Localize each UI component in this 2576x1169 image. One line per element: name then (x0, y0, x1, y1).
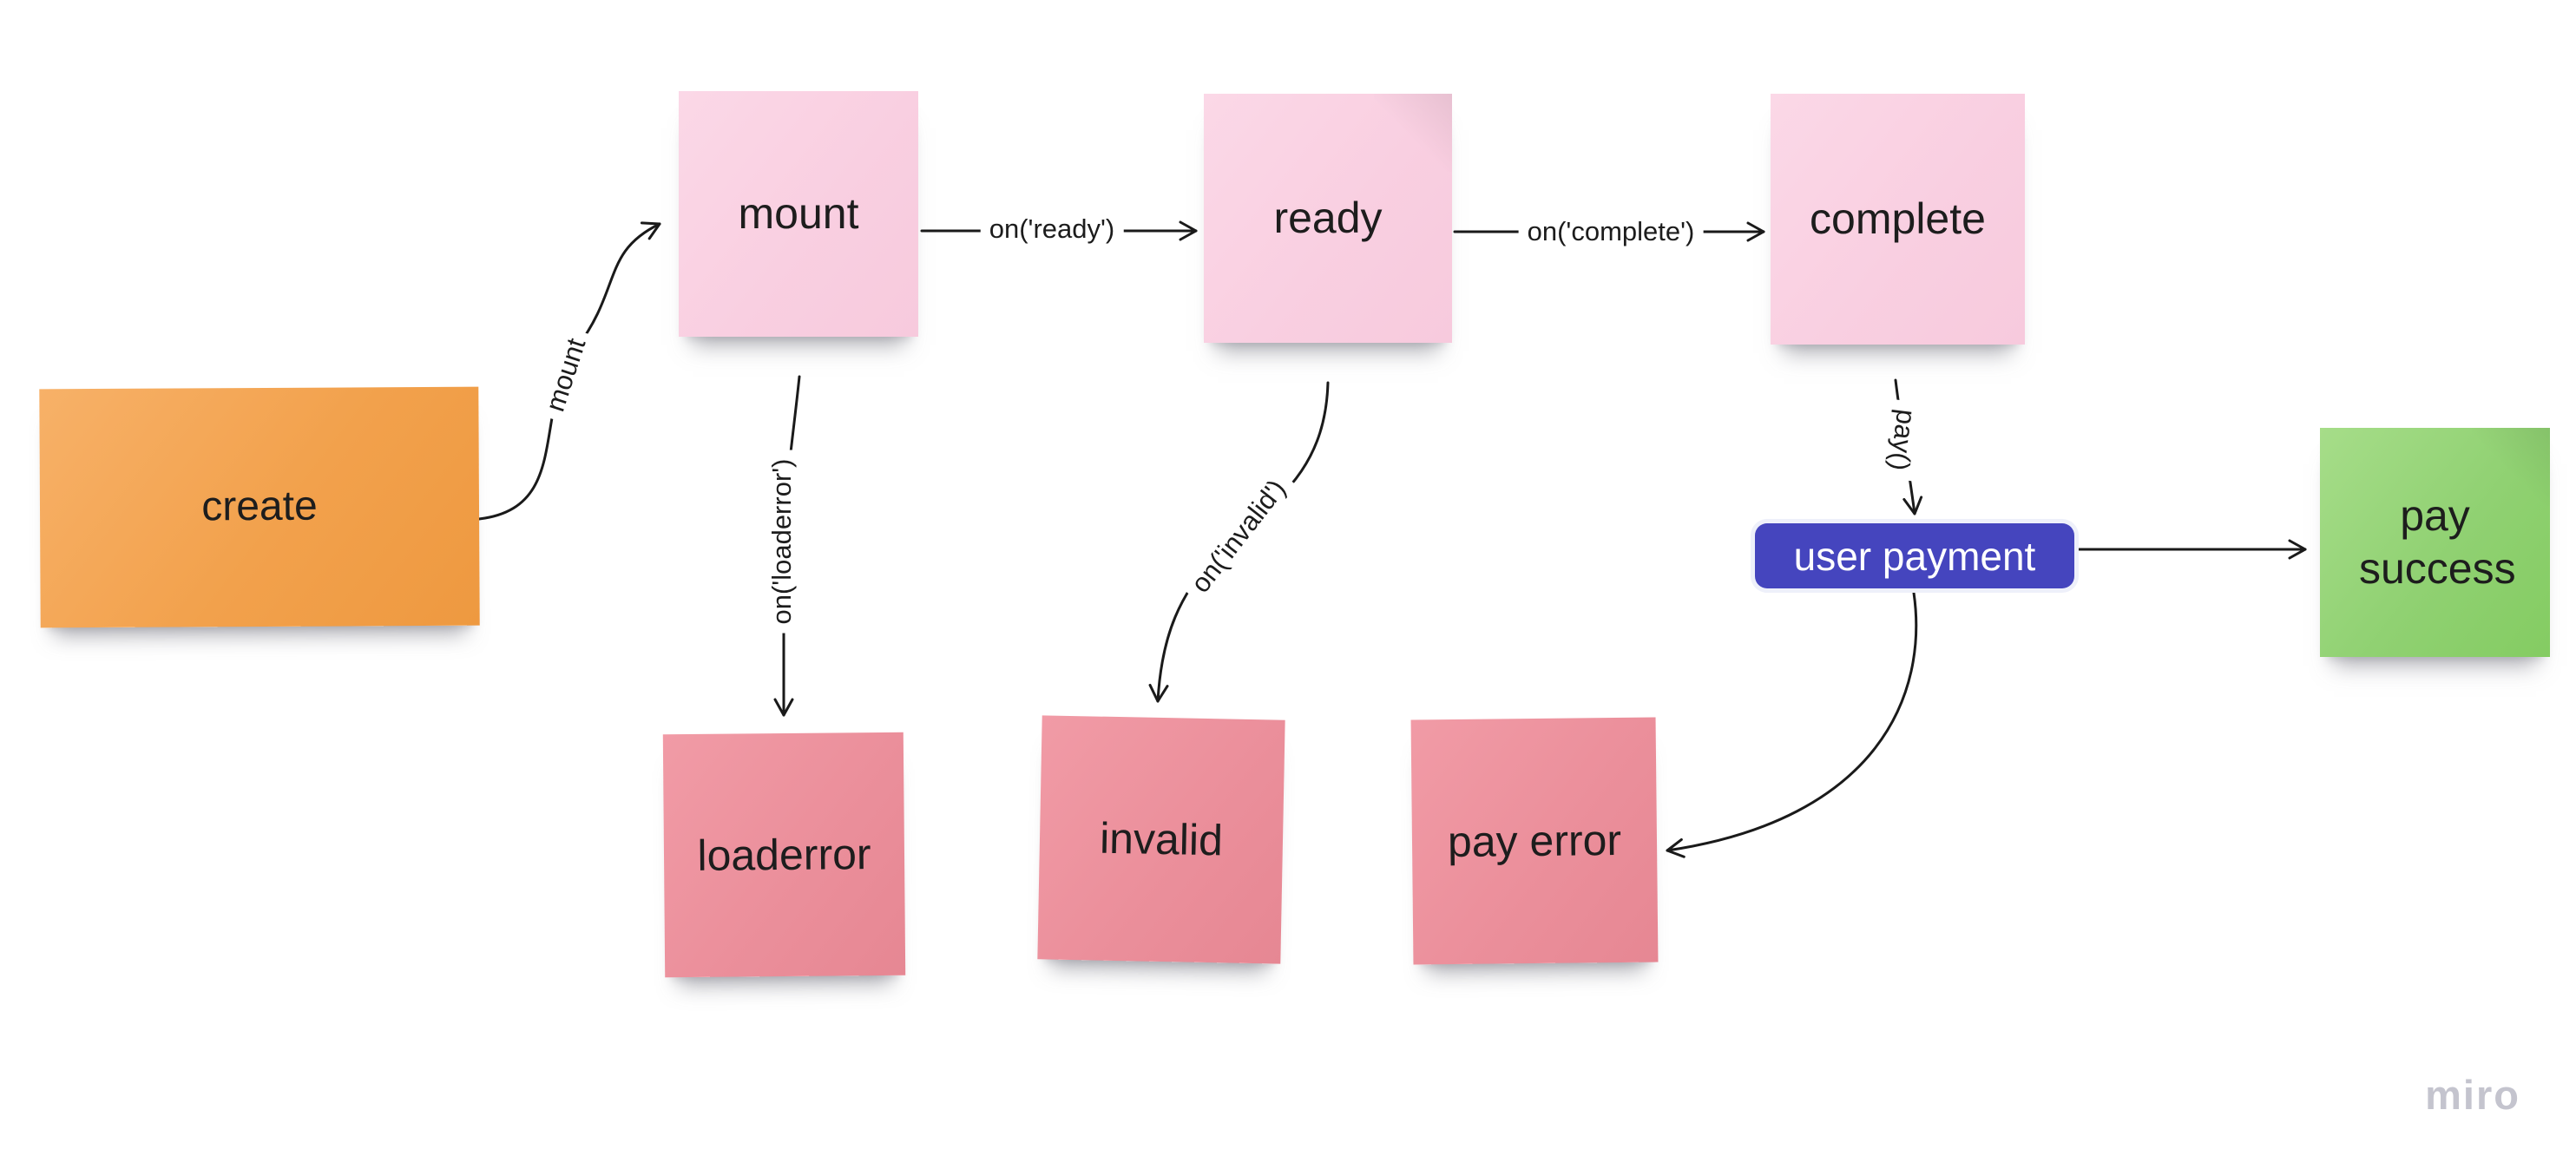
edge-label-mount[interactable]: mount (535, 325, 597, 424)
edge-label-on-invalid[interactable]: on('invalid') (1178, 465, 1299, 607)
sticky-note-mount[interactable]: mount (679, 91, 918, 337)
shape-user-payment[interactable]: user payment (1755, 523, 2074, 588)
edge-label-on-loaderror[interactable]: on('loaderror') (765, 450, 799, 634)
sticky-note-label: pay success (2359, 491, 2516, 593)
sticky-note-create[interactable]: create (39, 386, 480, 628)
sticky-note-complete[interactable]: complete (1771, 94, 2025, 345)
sticky-note-pay-success[interactable]: pay success (2320, 428, 2550, 657)
sticky-note-label: pay error (1447, 815, 1622, 866)
sticky-note-label: complete (1810, 194, 1986, 243)
sticky-note-label: loaderror (697, 829, 871, 880)
connector-user-payment-pay-error[interactable] (1666, 591, 1918, 858)
sticky-note-label: mount (738, 189, 859, 238)
miro-logo-watermark: miro (2425, 1072, 2520, 1118)
sticky-note-label: create (201, 483, 318, 530)
edge-label-on-complete[interactable]: on('complete') (1518, 214, 1704, 249)
shape-label: user payment (1793, 533, 2036, 579)
sticky-note-label: ready (1273, 194, 1383, 242)
edge-label-on-ready[interactable]: on('ready') (980, 212, 1124, 246)
sticky-note-label: invalid (1099, 813, 1224, 865)
sticky-note-loaderror[interactable]: loaderror (662, 732, 906, 978)
sticky-note-ready[interactable]: ready (1204, 94, 1452, 343)
edge-label-pay[interactable]: pay() (1880, 398, 1925, 482)
sticky-note-pay-error[interactable]: pay error (1410, 717, 1659, 965)
sticky-note-invalid[interactable]: invalid (1037, 715, 1285, 964)
